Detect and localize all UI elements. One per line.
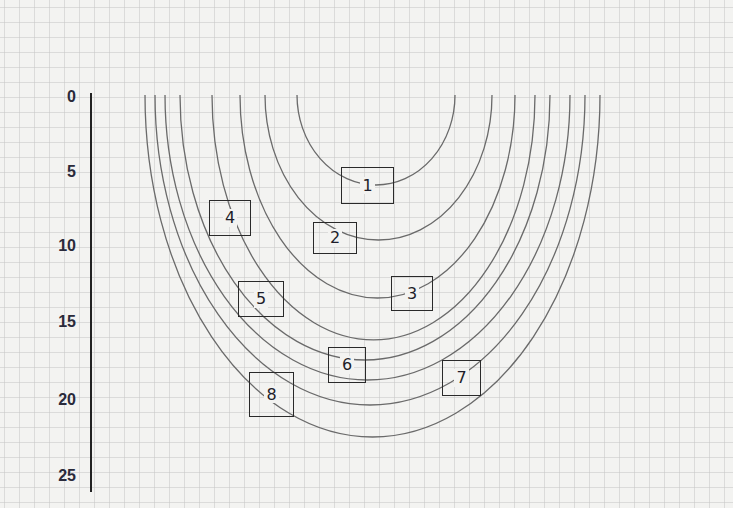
box-number: 6 [340, 356, 354, 374]
axis-tick-label: 10 [42, 238, 76, 254]
numbered-box: 4 [209, 200, 251, 236]
numbered-box: 3 [391, 276, 433, 311]
numbered-box: 1 [341, 167, 394, 204]
box-number: 1 [360, 177, 374, 195]
numbered-box: 6 [328, 347, 366, 383]
box-number: 2 [328, 229, 342, 247]
contour-curves [145, 95, 600, 437]
box-number: 3 [405, 285, 419, 303]
box-number: 5 [254, 290, 268, 308]
axis-tick-label: 20 [42, 392, 76, 408]
box-number: 8 [264, 386, 278, 404]
numbered-box: 2 [313, 222, 357, 254]
depth-axis [90, 93, 92, 492]
numbered-box: 7 [442, 360, 481, 396]
axis-tick-label: 15 [42, 314, 76, 330]
numbered-box: 8 [249, 372, 294, 417]
box-number: 7 [454, 369, 468, 387]
axis-tick-label: 5 [42, 164, 76, 180]
axis-tick-label: 0 [42, 89, 76, 105]
numbered-box: 5 [238, 281, 284, 317]
box-number: 4 [223, 209, 237, 227]
axis-tick-label: 25 [42, 468, 76, 484]
